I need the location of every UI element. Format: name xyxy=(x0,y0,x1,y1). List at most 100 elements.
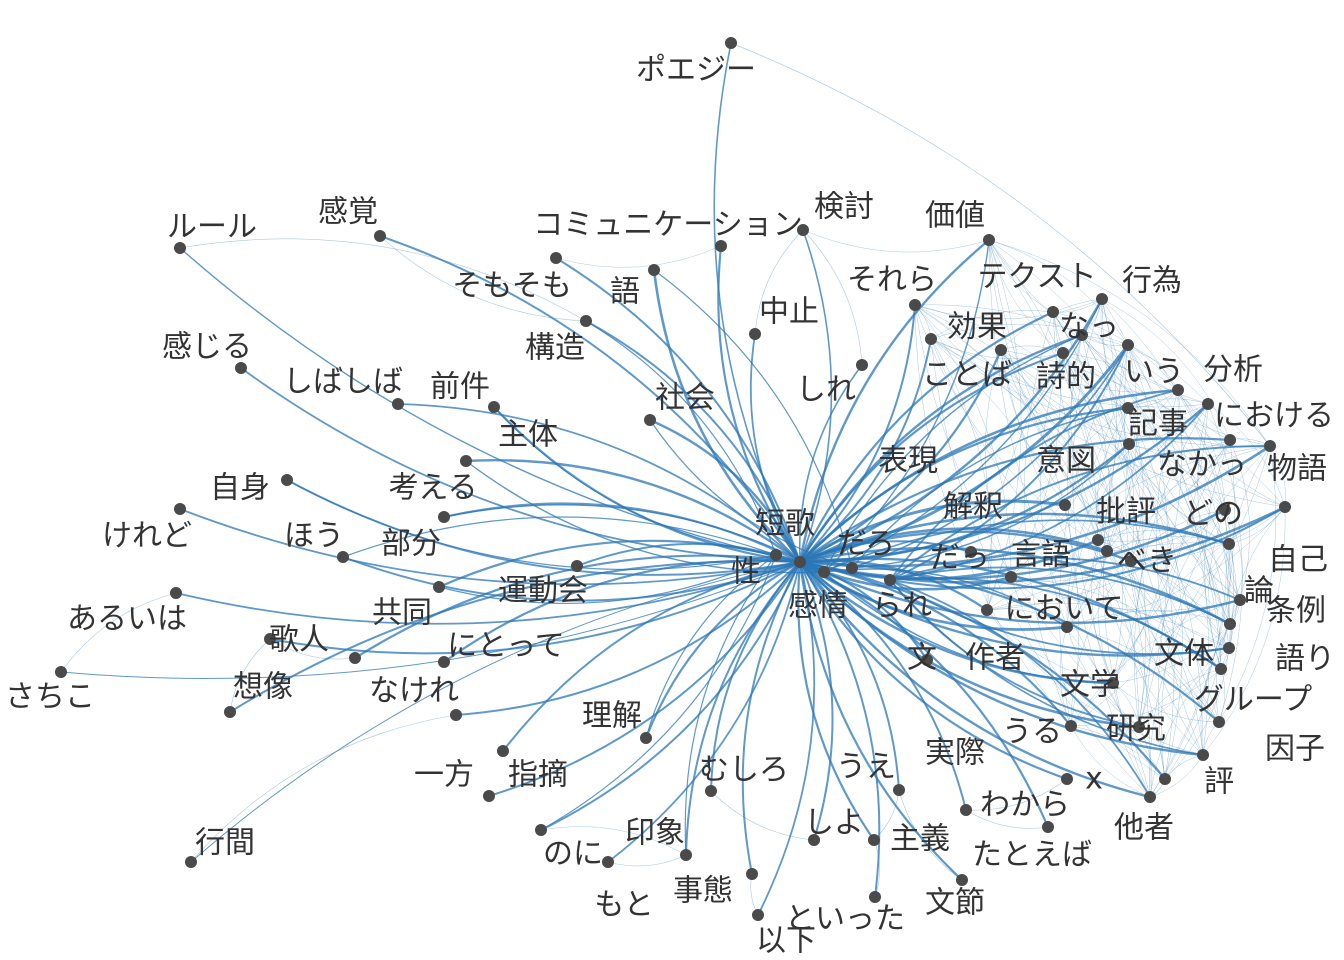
node-kangaeru xyxy=(438,511,450,523)
node-shibashiba xyxy=(392,398,404,410)
edge-shutai-kanjo xyxy=(465,460,825,574)
node-label-nakat: なかっ xyxy=(1157,448,1247,483)
edge-x-koka xyxy=(930,338,1166,780)
edge-tasha-tanka xyxy=(798,560,1152,799)
edge-hihyo-kotoba xyxy=(1000,349,1108,552)
edge-iu-jiko xyxy=(1127,344,1286,508)
node-sachiko xyxy=(55,666,67,678)
node-go xyxy=(648,264,660,276)
edge-kento-shire xyxy=(802,229,863,366)
node-group xyxy=(1215,663,1227,675)
edge-kenkyu-sorera xyxy=(914,304,1140,728)
node-label-ito: 意図 xyxy=(1036,444,1096,479)
edge-kachi-kanjo xyxy=(823,239,990,573)
edge-wakara-tatoeba xyxy=(965,809,1049,829)
node-label-shutai: 主体 xyxy=(498,418,558,453)
edge-natt-tasha xyxy=(1067,334,1151,798)
edge-nakat-jorei xyxy=(1229,439,1251,601)
node-sei xyxy=(770,549,782,561)
node-kenkyu xyxy=(1133,721,1145,733)
edge-kiji-group xyxy=(1127,407,1222,670)
node-label-kiji: 記事 xyxy=(1128,407,1188,442)
edge-monogatari-inshi xyxy=(1218,445,1277,723)
node-nioite xyxy=(981,604,993,616)
edge-koui-kotoba xyxy=(1000,298,1103,351)
edge-jorei-gengo xyxy=(1010,576,1241,611)
node-label-dat: だっ xyxy=(930,541,990,576)
node-label-group: グループ xyxy=(1194,683,1312,718)
edge-hyogen-tanka xyxy=(798,499,1067,564)
node-ue xyxy=(893,784,905,796)
edge-bunseki-sakusha xyxy=(1066,389,1179,628)
edge-monogatari-hihyo xyxy=(1106,445,1271,552)
edge-hihyo-sakusha xyxy=(1066,550,1108,628)
edge-ito-nakat xyxy=(1128,439,1231,452)
edge-natt-kanjo xyxy=(823,334,1083,573)
node-label-ue: うえ xyxy=(836,750,896,785)
edge-ika-jitai xyxy=(750,873,759,916)
edge-sachiko-tanka xyxy=(60,561,801,679)
edge-dono-x xyxy=(1161,509,1226,780)
node-kanjo xyxy=(818,566,830,578)
node-chushi xyxy=(749,328,761,340)
edge-kankaku-kozo xyxy=(379,235,587,322)
edge-buntai-hyo xyxy=(1200,623,1231,756)
edge-dono-shiteki xyxy=(1062,352,1226,511)
edge-jishin-sei xyxy=(286,479,777,571)
node-shiteki xyxy=(1057,347,1069,359)
edge-niokeru-uru xyxy=(1070,403,1209,727)
edge-bunseki-ron xyxy=(1177,389,1230,545)
node-nakat xyxy=(1224,434,1236,446)
node-kyodo xyxy=(349,652,361,664)
edge-kiji-x xyxy=(1127,407,1183,780)
edge-ito-sorera xyxy=(914,304,1130,445)
edge-gengo-kotoba xyxy=(985,349,1012,578)
node-layer xyxy=(55,37,1291,921)
edge-moto-insho xyxy=(607,854,687,867)
edge-shiteki2-tanka xyxy=(488,561,801,797)
node-sorera xyxy=(909,299,921,311)
edge-niokeru-buntai xyxy=(1197,403,1231,625)
node-kento xyxy=(797,224,809,236)
edge-nakere-tanka xyxy=(455,561,801,716)
edge-iu-inshi xyxy=(1124,344,1220,723)
node-wakara xyxy=(960,804,972,816)
edge-dono-jorei xyxy=(1224,509,1243,601)
node-undokai xyxy=(571,560,583,572)
node-ippo xyxy=(497,745,509,757)
edge-kiji-daro xyxy=(851,407,1129,569)
edge-natt-kaishaku xyxy=(1070,334,1099,541)
node-label-somosomo: そもそも xyxy=(452,269,571,304)
node-label-hyo: 評 xyxy=(1204,765,1234,800)
node-label-kankaku: 感覚 xyxy=(318,195,378,230)
node-label-nakere: なけれ xyxy=(369,674,459,709)
node-label-sorera: それら xyxy=(847,263,937,298)
node-shakai xyxy=(644,414,656,426)
edge-bunseki-sorera xyxy=(914,304,1179,391)
node-dat xyxy=(965,546,977,558)
edge-dono-kaishaku xyxy=(1097,509,1226,542)
node-label-hou: ほう xyxy=(284,519,344,554)
node-label-ippo: 一方 xyxy=(414,758,474,793)
node-label-kanjiru: 感じる xyxy=(162,330,252,365)
edge-dono-beki xyxy=(1130,509,1226,562)
node-label-comm: コミュニケーション xyxy=(533,208,802,243)
edge-monogatari-gengo xyxy=(1010,445,1271,578)
edge-sorera-kaishaku xyxy=(914,304,1099,541)
node-kozo xyxy=(580,315,592,327)
edge-kachi-shiteki xyxy=(988,239,1064,354)
edge-sozo-tanka xyxy=(229,560,801,713)
node-gengo xyxy=(1005,571,1017,583)
node-rikai xyxy=(640,732,652,744)
edge-hihyo-sorera xyxy=(914,304,1108,552)
edge-kankaku-tanka xyxy=(379,235,801,563)
edge-inshi-bungaku xyxy=(1112,682,1220,723)
edge-ika-tanka xyxy=(757,561,816,916)
node-label-noni: のに xyxy=(543,837,603,872)
edge-group-kenkyu xyxy=(1138,668,1222,728)
edge-kenkyu-sakusha xyxy=(1066,626,1140,728)
edge-iu-ito xyxy=(1119,344,1130,445)
node-bunseki xyxy=(1172,384,1184,396)
edge-katari-rare xyxy=(889,579,1230,655)
node-label-jishin: 自身 xyxy=(210,471,270,506)
